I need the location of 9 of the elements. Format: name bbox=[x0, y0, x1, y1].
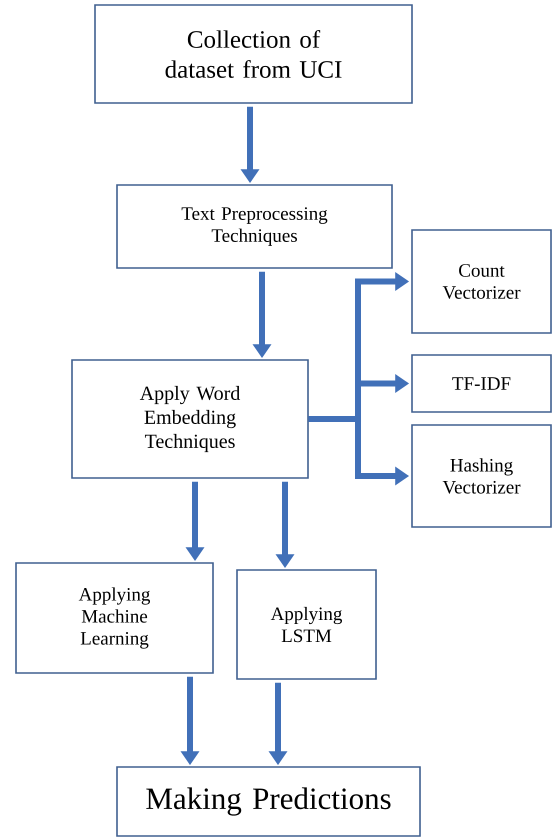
process-box: Hashing Vectorizer bbox=[411, 424, 552, 528]
process-box: Collection of dataset from UCI bbox=[94, 4, 413, 104]
process-box: TF-IDF bbox=[411, 354, 552, 413]
process-box: Applying LSTM bbox=[236, 569, 377, 680]
process-box: Text Preprocessing Techniques bbox=[116, 184, 393, 269]
process-box: Apply Word Embedding Techniques bbox=[71, 359, 309, 479]
process-box: Count Vectorizer bbox=[411, 229, 552, 334]
process-box: Making Predictions bbox=[116, 766, 421, 837]
process-box: Applying Machine Learning bbox=[15, 562, 214, 674]
